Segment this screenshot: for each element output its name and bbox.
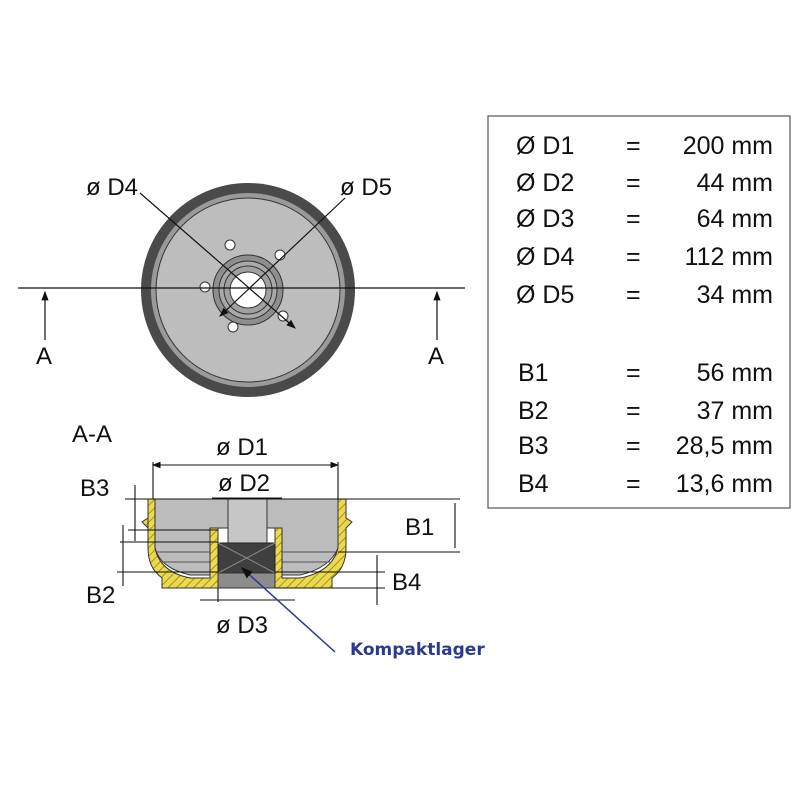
svg-text:=: = bbox=[626, 397, 641, 425]
svg-text:B2: B2 bbox=[518, 397, 549, 425]
svg-text:B1: B1 bbox=[518, 359, 549, 387]
table-row: B3 = 28,5 mm bbox=[518, 432, 773, 460]
d5-leader bbox=[139, 192, 296, 329]
svg-text:112 mm: 112 mm bbox=[685, 243, 773, 271]
table-row: B2 = 37 mm bbox=[518, 397, 773, 425]
label-d3: ø D3 bbox=[216, 612, 268, 639]
table-row: B4 = 13,6 mm bbox=[518, 470, 773, 498]
section-mark-left: A bbox=[36, 343, 52, 370]
label-b4: B4 bbox=[392, 569, 421, 596]
svg-text:=: = bbox=[626, 205, 641, 233]
label-b2: B2 bbox=[86, 582, 115, 609]
kompaktlager-callout: Kompaktlager bbox=[350, 640, 485, 660]
label-d4: ø D4 bbox=[86, 174, 138, 201]
d4-leader bbox=[219, 197, 346, 317]
svg-text:=: = bbox=[626, 359, 641, 387]
svg-text:=: = bbox=[626, 432, 641, 460]
table-row: Ø D1 = 200 mm bbox=[516, 132, 773, 160]
table-row: Ø D5 = 34 mm bbox=[516, 281, 773, 309]
label-d5: ø D5 bbox=[340, 174, 392, 201]
callout-leader bbox=[240, 566, 336, 653]
svg-text:56 mm: 56 mm bbox=[697, 359, 773, 387]
label-d2: ø D2 bbox=[218, 470, 270, 497]
drum-shell-left bbox=[147, 498, 219, 589]
svg-text:=: = bbox=[626, 243, 641, 271]
svg-text:44 mm: 44 mm bbox=[697, 169, 773, 197]
svg-text:200 mm: 200 mm bbox=[683, 132, 773, 160]
svg-text:=: = bbox=[626, 470, 641, 498]
svg-text:=: = bbox=[626, 169, 641, 197]
svg-text:Ø D1: Ø D1 bbox=[516, 132, 574, 160]
svg-text:34 mm: 34 mm bbox=[697, 281, 773, 309]
svg-text:37 mm: 37 mm bbox=[697, 397, 773, 425]
svg-text:Ø D3: Ø D3 bbox=[516, 205, 574, 233]
svg-text:=: = bbox=[626, 281, 641, 309]
table-row: Ø D3 = 64 mm bbox=[516, 205, 773, 233]
svg-text:64 mm: 64 mm bbox=[697, 205, 773, 233]
table-row: Ø D2 = 44 mm bbox=[516, 169, 773, 197]
dimensions-table: Ø D1 = 200 mm Ø D2 = 44 mm Ø D3 = 64 mm Ø D4 = 1… bbox=[487, 115, 791, 509]
section-view: A-A bbox=[72, 421, 485, 660]
svg-text:B4: B4 bbox=[518, 470, 549, 498]
section-mark-right: A bbox=[428, 343, 444, 370]
label-b1: B1 bbox=[405, 514, 434, 541]
svg-text:B3: B3 bbox=[518, 432, 549, 460]
section-title: A-A bbox=[72, 421, 112, 448]
table-row: Ø D4 = 112 mm bbox=[516, 243, 773, 271]
table-row: B1 = 56 mm bbox=[518, 359, 773, 387]
label-b3: B3 bbox=[80, 475, 109, 502]
svg-text:Ø D4: Ø D4 bbox=[516, 243, 574, 271]
svg-text:13,6 mm: 13,6 mm bbox=[676, 470, 773, 498]
svg-text:Ø D2: Ø D2 bbox=[516, 169, 574, 197]
label-d1: ø D1 bbox=[216, 434, 268, 461]
svg-text:Ø D5: Ø D5 bbox=[516, 281, 574, 309]
svg-text:28,5 mm: 28,5 mm bbox=[676, 432, 773, 460]
svg-text:=: = bbox=[626, 132, 641, 160]
bore-d2 bbox=[227, 498, 268, 544]
top-view: ø D4 ø D5 A A bbox=[18, 174, 465, 397]
